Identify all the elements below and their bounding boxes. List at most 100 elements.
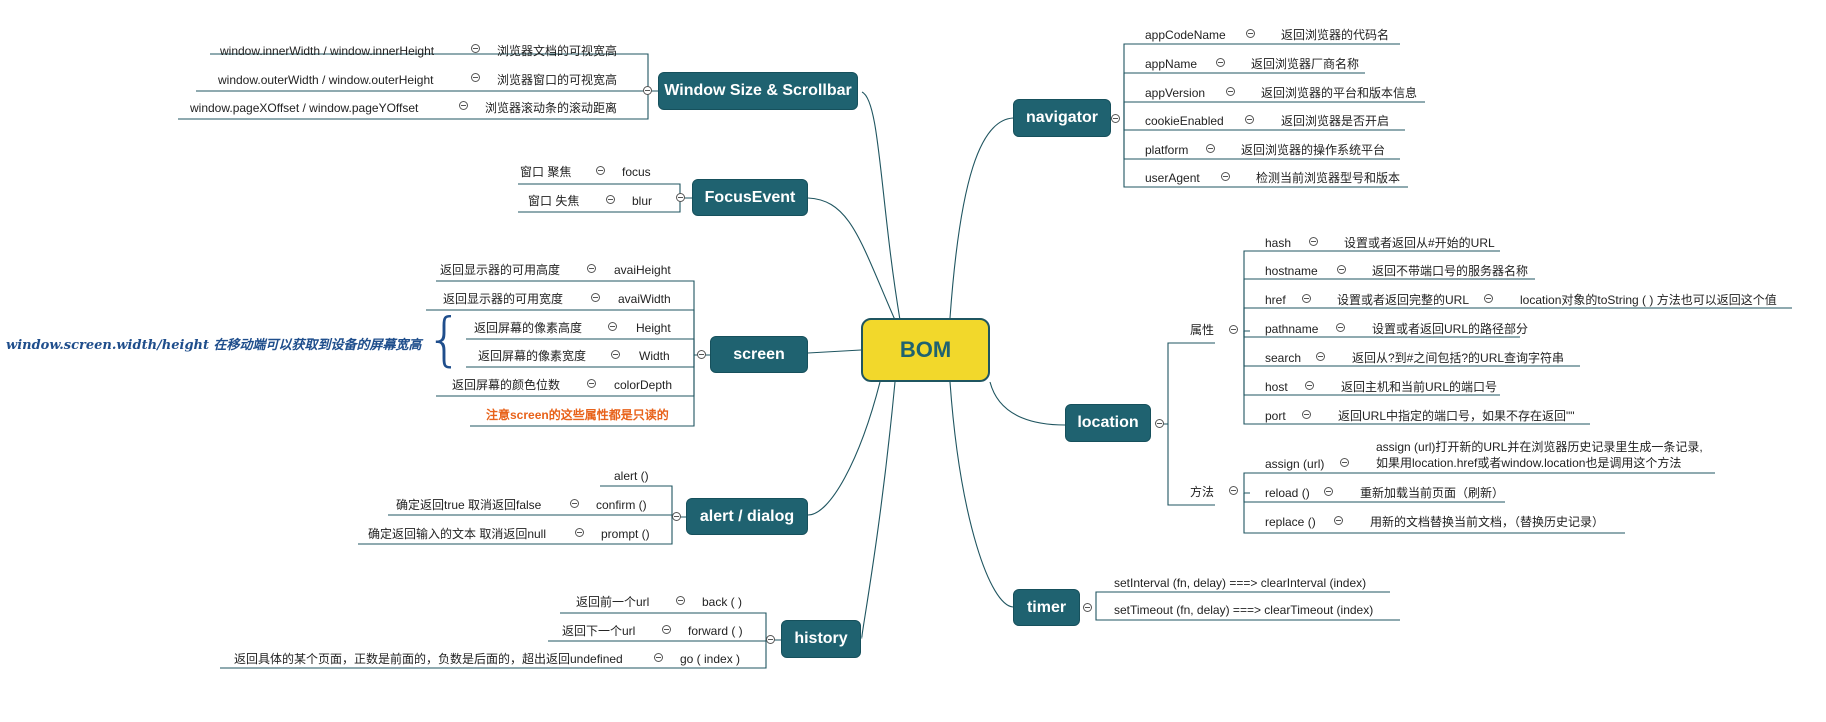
collapse-icon[interactable]	[611, 350, 620, 359]
collapse-icon[interactable]	[459, 101, 468, 110]
collapse-icon[interactable]	[587, 379, 596, 388]
branch-focus-event[interactable]: FocusEvent	[692, 179, 808, 216]
leaf-desc: 设置或者返回URL的路径部分	[1372, 322, 1529, 336]
collapse-icon[interactable]	[1206, 144, 1215, 153]
collapse-icon[interactable]	[1305, 381, 1314, 390]
collapse-icon[interactable]	[587, 264, 596, 273]
leaf-desc: 窗口 聚焦	[520, 165, 572, 179]
leaf-prop: userAgent	[1145, 171, 1200, 185]
branch-timer[interactable]: timer	[1013, 589, 1080, 626]
leaf-desc: 返回浏览器的代码名	[1281, 28, 1390, 42]
leaf-desc: 返回下一个url	[562, 624, 636, 638]
branch-dialog[interactable]: alert / dialog	[686, 498, 808, 535]
collapse-icon[interactable]	[1337, 265, 1346, 274]
timer-item: setInterval (fn, delay) ===> clearInterv…	[1114, 576, 1367, 590]
collapse-icon[interactable]	[1221, 172, 1230, 181]
leaf-desc: 返回屏幕的颜色位数	[452, 378, 561, 392]
leaf-desc: 用新的文档替换当前文档，（替换历史记录）	[1370, 515, 1605, 529]
collapse-icon[interactable]	[1155, 419, 1164, 428]
collapse-icon[interactable]	[1245, 115, 1254, 124]
leaf-desc: 浏览器滚动条的滚动距离	[485, 101, 618, 115]
leaf-prop: host	[1265, 380, 1288, 394]
leaf-prop: href	[1265, 293, 1286, 307]
collapse-icon[interactable]	[1336, 323, 1345, 332]
branch-location[interactable]: location	[1065, 404, 1151, 442]
leaf-desc: 返回具体的某个页面，正数是前面的，负数是后面的，超出返回undefined	[234, 652, 623, 666]
leaf-desc: 确定返回输入的文本 取消返回null	[368, 527, 547, 541]
leaf-desc: assign (url)打开新的URL并在浏览器历史记录里生成一条记录,	[1376, 440, 1703, 454]
leaf-desc: 重新加载当前页面（刷新）	[1360, 486, 1505, 500]
collapse-icon[interactable]	[596, 166, 605, 175]
collapse-icon[interactable]	[1216, 58, 1225, 67]
collapse-icon[interactable]	[1246, 29, 1255, 38]
collapse-icon[interactable]	[1309, 237, 1318, 246]
leaf-prop: Height	[636, 321, 671, 335]
collapse-icon[interactable]	[676, 596, 685, 605]
collapse-icon[interactable]	[1324, 487, 1333, 496]
leaf-desc: 浏览器文档的可视宽高	[497, 44, 618, 58]
leaf-desc: 返回不带端口号的服务器名称	[1372, 264, 1529, 278]
leaf-prop: avaiWidth	[618, 292, 671, 306]
leaf-prop: platform	[1145, 143, 1189, 157]
collapse-icon[interactable]	[1229, 325, 1238, 334]
leaf-desc: 窗口 失焦	[528, 194, 580, 208]
collapse-icon[interactable]	[1334, 516, 1343, 525]
root-node-bom[interactable]: BOM	[861, 318, 990, 382]
collapse-icon[interactable]	[672, 512, 681, 521]
collapse-icon[interactable]	[1302, 410, 1311, 419]
warning-text: 注意screen的这些属性都是只读的	[486, 408, 669, 422]
collapse-icon[interactable]	[1226, 87, 1235, 96]
branch-screen[interactable]: screen	[710, 336, 808, 373]
leaf-prop: focus	[622, 165, 651, 179]
collapse-icon[interactable]	[1083, 603, 1092, 612]
leaf-desc: 检测当前浏览器型号和版本	[1256, 171, 1401, 185]
collapse-icon[interactable]	[1111, 114, 1120, 123]
leaf-prop: assign (url)	[1265, 457, 1325, 471]
collapse-icon[interactable]	[575, 528, 584, 537]
collapse-icon[interactable]	[471, 73, 480, 82]
collapse-icon[interactable]	[676, 193, 685, 202]
collapse-icon[interactable]	[570, 499, 579, 508]
leaf-prop: hash	[1265, 236, 1292, 250]
branch-navigator[interactable]: navigator	[1013, 99, 1111, 137]
leaf-desc: 返回浏览器的操作系统平台	[1241, 143, 1386, 157]
collapse-icon[interactable]	[608, 322, 617, 331]
leaf-desc: 设置或者返回完整的URL	[1337, 293, 1470, 307]
leaf-prop: appVersion	[1145, 86, 1206, 100]
leaf-prop: window.innerWidth / window.innerHeight	[220, 44, 435, 58]
collapse-icon[interactable]	[643, 86, 652, 95]
leaf-desc: 返回显示器的可用高度	[440, 263, 561, 277]
collapse-icon[interactable]	[662, 625, 671, 634]
group-label-methods: 方法	[1190, 485, 1215, 499]
leaf-desc: 返回主机和当前URL的端口号	[1341, 380, 1498, 394]
branch-window-size[interactable]: Window Size & Scrollbar	[658, 72, 858, 110]
collapse-icon[interactable]	[1340, 458, 1349, 467]
leaf-desc: 返回URL中指定的端口号，如果不存在返回""	[1338, 409, 1575, 423]
collapse-icon[interactable]	[1229, 486, 1238, 495]
branch-history[interactable]: history	[781, 620, 861, 658]
leaf-prop: forward ( )	[688, 624, 743, 638]
collapse-icon[interactable]	[1484, 294, 1493, 303]
leaf-desc: 设置或者返回从#开始的URL	[1344, 236, 1495, 250]
collapse-icon[interactable]	[766, 635, 775, 644]
collapse-icon[interactable]	[654, 653, 663, 662]
collapse-icon[interactable]	[591, 293, 600, 302]
collapse-icon[interactable]	[1302, 294, 1311, 303]
leaf-desc: 返回浏览器是否开启	[1281, 114, 1390, 128]
collapse-icon[interactable]	[606, 195, 615, 204]
collapse-icon[interactable]	[471, 44, 480, 53]
leaf-prop: back ( )	[702, 595, 743, 609]
leaf-prop: alert ()	[614, 469, 649, 483]
leaf-desc: 返回浏览器厂商名称	[1251, 57, 1360, 71]
leaf-prop: window.pageXOffset / window.pageYOffset	[190, 101, 419, 115]
brace-icon: {	[426, 305, 463, 373]
side-note: window.screen.width/height 在移动端可以获取到设备的屏…	[6, 338, 422, 353]
leaf-prop: replace ()	[1265, 515, 1316, 529]
leaf-desc: 确定返回true 取消返回false	[396, 498, 542, 512]
leaf-prop: colorDepth	[614, 378, 673, 392]
timer-item: setTimeout (fn, delay) ===> clearTimeout…	[1114, 603, 1374, 617]
collapse-icon[interactable]	[697, 350, 706, 359]
collapse-icon[interactable]	[1316, 352, 1325, 361]
